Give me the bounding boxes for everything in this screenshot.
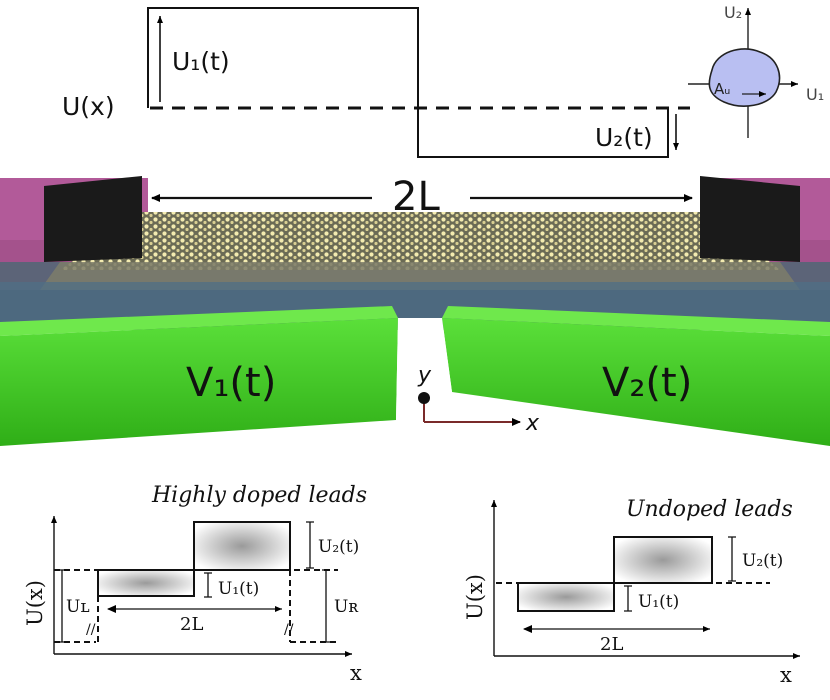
panel-right-u2-label: U₂(t) — [742, 551, 783, 571]
panel-right-u1-bracket — [624, 585, 632, 612]
inset-area-label: Aᵤ — [714, 80, 730, 98]
panel-left-u2-label: U₂(t) — [318, 537, 359, 557]
inset-x-label: U₁ — [806, 85, 824, 104]
graphene-sheet — [60, 212, 780, 270]
panel-left-2l-label: 2L — [180, 614, 203, 635]
panel-right-2l-label: 2L — [600, 634, 623, 655]
right-gate-top — [442, 306, 830, 336]
left-gate-top — [0, 306, 398, 336]
panel-undoped: Undoped leads U(x) x 2L U₁(t) U₂(t) — [463, 497, 800, 687]
left-gate-label: V₁(t) — [186, 360, 276, 406]
panel-left-break-left: // — [86, 622, 96, 638]
axis-x-label: x — [525, 411, 540, 436]
panel-left-ul-bracket — [58, 569, 66, 643]
left-contact — [44, 176, 142, 262]
panel-left-ul-label: Uʟ — [66, 597, 90, 617]
width-label: 2L — [392, 174, 440, 220]
panel-left-title: Highly doped leads — [151, 483, 367, 508]
u1-label: U₁(t) — [172, 47, 230, 76]
panel-left-barrier-1 — [97, 569, 195, 597]
panel-left-y-label: U(x) — [23, 580, 47, 626]
axis-origin — [418, 392, 430, 404]
panel-left-u1-bracket — [204, 572, 212, 598]
coordinate-axes: y x — [417, 363, 540, 436]
panel-right-u2-bracket — [728, 536, 736, 582]
panel-left-barrier-2 — [193, 521, 291, 571]
right-contact — [700, 176, 800, 262]
panel-right-title: Undoped leads — [626, 497, 793, 522]
panel-highly-doped: Highly doped leads U(x) x // // 2L U₁(t)… — [23, 483, 367, 685]
panel-left-ur-bracket — [322, 569, 330, 643]
potential-profile — [147, 7, 669, 158]
left-gate-front — [0, 318, 398, 446]
panel-right-y-label: U(x) — [463, 574, 487, 620]
top-potential-schematic: U(x) U₁(t) U₂(t) — [62, 7, 690, 158]
panel-left-break-right: // — [284, 622, 294, 638]
pumping-cycle-inset: Aᵤ U₂ U₁ — [688, 3, 824, 138]
axis-y-label: y — [417, 363, 432, 388]
u2-label: U₂(t) — [595, 123, 653, 152]
right-gate-front — [442, 318, 830, 446]
panel-left-u1-label: U₁(t) — [218, 579, 259, 599]
panel-right-x-label: x — [780, 663, 792, 687]
panel-right-barrier-2 — [613, 536, 713, 584]
panel-left-ur-label: Uʀ — [334, 597, 358, 617]
ux-label: U(x) — [62, 92, 115, 121]
inset-y-label: U₂ — [724, 3, 742, 22]
panel-right-barrier-1 — [517, 582, 615, 612]
panel-left-x-label: x — [350, 661, 362, 685]
panel-right-u1-label: U₁(t) — [638, 592, 679, 612]
right-gate-label: V₂(t) — [602, 360, 692, 406]
dielectric-layer — [0, 282, 830, 322]
panel-left-u2-bracket — [306, 521, 314, 569]
device-illustration: V₁(t) V₂(t) 2L y x — [0, 174, 830, 446]
gate-gap — [396, 318, 452, 420]
